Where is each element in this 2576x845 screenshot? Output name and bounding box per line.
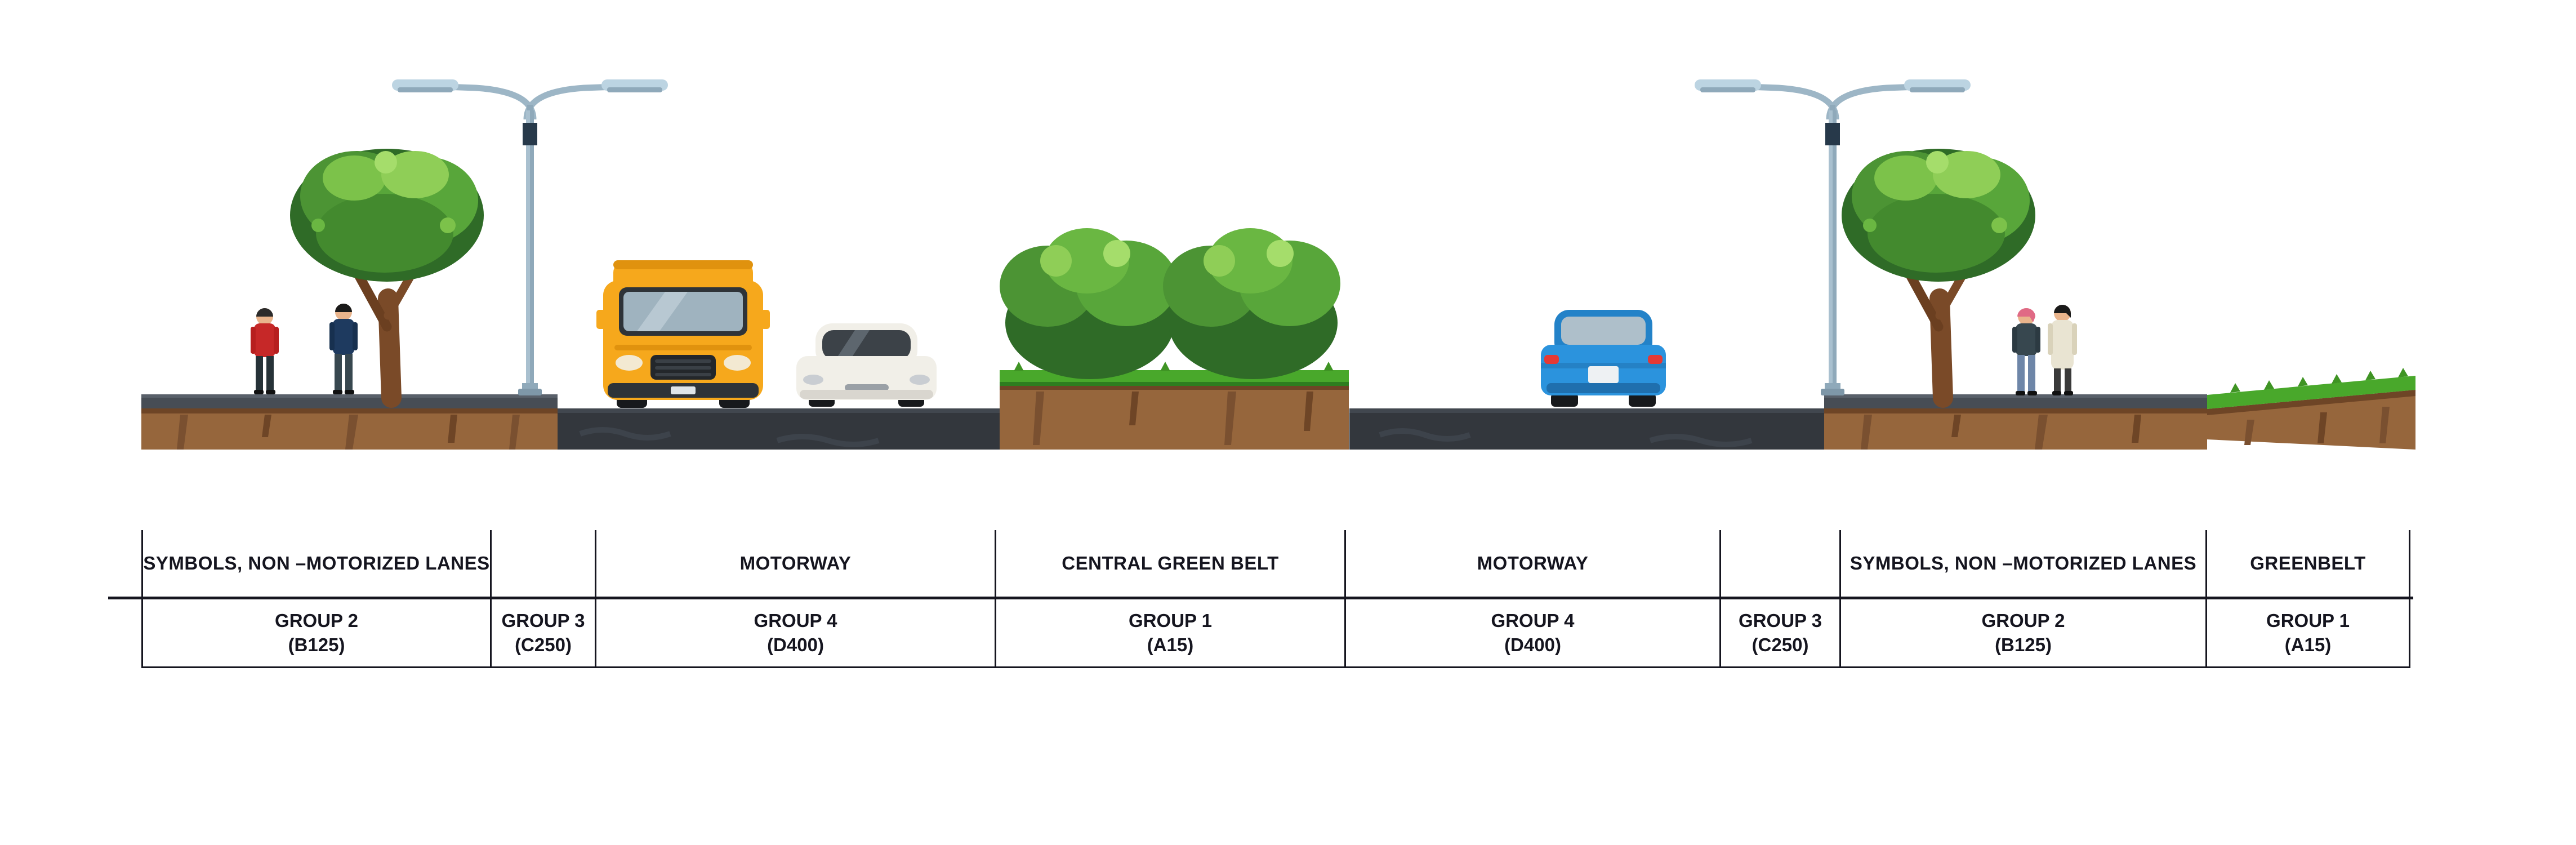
blue-car-icon: [1541, 310, 1666, 407]
street-light-icon: [392, 79, 668, 395]
group-cell: GROUP 2 (B125): [1841, 599, 2207, 666]
white-car-icon: [796, 323, 937, 407]
zone-name-row: SYMBOLS, NON –MOTORIZED LANES MOTORWAY C…: [141, 530, 2410, 597]
bush-icon: [1163, 228, 1340, 379]
group-label: GROUP 4: [754, 610, 837, 631]
group-label: GROUP 1: [1129, 610, 1212, 631]
load-class-label: (A15): [1147, 634, 1194, 655]
group-label: GROUP 2: [1981, 610, 2065, 631]
group-cell: GROUP 4 (D400): [596, 599, 996, 666]
zone-label: CENTRAL GREEN BELT: [1062, 553, 1279, 573]
load-class-label: (B125): [1995, 634, 2052, 655]
zone-label: SYMBOLS, NON –MOTORIZED LANES: [143, 553, 490, 573]
zone-header-cell: SYMBOLS, NON –MOTORIZED LANES: [1841, 530, 2207, 597]
road-cross-section-illustration: [141, 0, 2415, 450]
zone-label: MOTORWAY: [1477, 553, 1589, 573]
load-class-label: (A15): [2284, 634, 2332, 655]
group-label: GROUP 2: [275, 610, 358, 631]
zone-label: SYMBOLS, NON –MOTORIZED LANES: [1849, 553, 2197, 573]
group-cell: GROUP 1 (A15): [2207, 599, 2410, 666]
tree-icon: [290, 149, 484, 408]
table-divider-line: [108, 597, 2413, 599]
central-green-belt-ground: [1000, 362, 1349, 450]
group-label: GROUP 4: [1491, 610, 1575, 631]
group-cell: GROUP 3 (C250): [492, 599, 596, 666]
load-class-label: (D400): [1504, 634, 1561, 655]
left-sidewalk-ground: [141, 394, 558, 450]
pedestrian-icon: [251, 308, 279, 394]
zone-header-cell: CENTRAL GREEN BELT: [996, 530, 1346, 597]
tree-icon: [1842, 149, 2035, 398]
yellow-van-icon: [596, 260, 770, 408]
group-cell: GROUP 2 (B125): [141, 599, 492, 666]
zone-label: GREENBELT: [2250, 553, 2366, 573]
load-class-label: (C250): [1751, 634, 1809, 655]
right-sidewalk-ground: [1824, 394, 2207, 450]
zone-header-cell: [492, 530, 596, 597]
group-cell: GROUP 4 (D400): [1346, 599, 1721, 666]
zone-header-cell: GREENBELT: [2207, 530, 2410, 597]
bush-icon: [1000, 228, 1177, 379]
load-class-label: (D400): [767, 634, 824, 655]
pedestrian-icon: [2048, 305, 2077, 395]
group-cell: GROUP 1 (A15): [996, 599, 1346, 666]
group-row: GROUP 2 (B125) GROUP 3 (C250) GROUP 4 (D…: [141, 599, 2410, 666]
zone-header-cell: MOTORWAY: [596, 530, 996, 597]
pedestrian-icon: [329, 304, 358, 394]
greenbelt-slope: [2207, 368, 2415, 450]
left-motorway-ground: [558, 408, 1000, 450]
zone-header-cell: SYMBOLS, NON –MOTORIZED LANES: [141, 530, 492, 597]
zone-header-cell: [1721, 530, 1841, 597]
table-bottom-line: [141, 666, 2410, 668]
group-cell: GROUP 3 (C250): [1721, 599, 1841, 666]
load-class-label: (C250): [515, 634, 572, 655]
group-label: GROUP 3: [501, 610, 585, 631]
pedestrian-icon: [2012, 308, 2040, 395]
load-class-label: (B125): [288, 634, 345, 655]
group-label: GROUP 1: [2266, 610, 2350, 631]
group-label: GROUP 3: [1739, 610, 1822, 631]
right-motorway-ground: [1349, 408, 1824, 450]
zone-header-cell: MOTORWAY: [1346, 530, 1721, 597]
zone-label: MOTORWAY: [739, 553, 852, 573]
